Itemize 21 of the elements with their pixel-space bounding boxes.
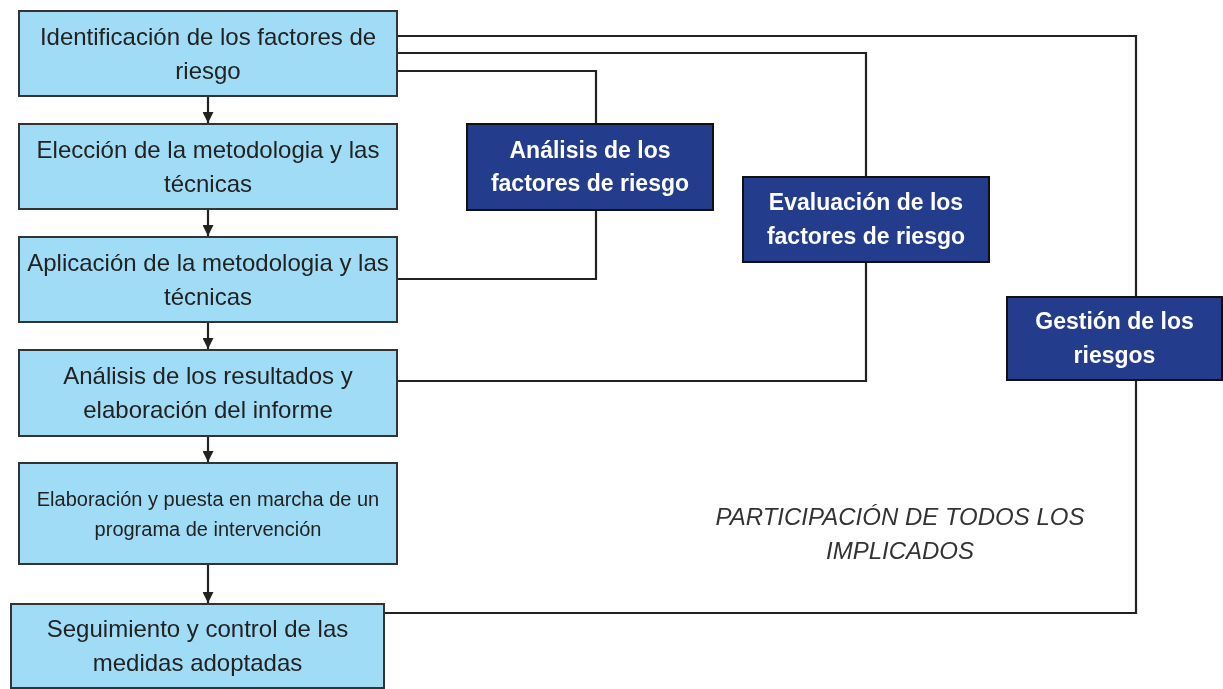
connector-line [398,69,598,123]
process-box: Análisis de los resultados y elaboración del informe [18,349,398,437]
heading-box: Análisis de los factores de riesgo [466,123,714,211]
process-box: Identificación de los factores de riesgo [18,10,398,97]
connector-line [385,381,1138,615]
arrow [202,210,214,236]
connector-line [398,211,598,281]
connector-line [398,34,1138,296]
connector-line [398,51,868,176]
process-box: Seguimiento y control de las medidas adoptadas [10,603,385,689]
connector-line [398,263,868,383]
note-text: PARTICIPACIÓN DE TODOS LOS IMPLICADOS [714,502,1086,566]
arrow [202,565,214,603]
heading-box: Gestión de los riesgos [1006,296,1223,381]
process-box: Elección de la metodologia y las técnicas [18,123,398,210]
process-box: Aplicación de la metodologia y las técnicas [18,236,398,323]
process-box: Elaboración y puesta en marcha de un programa de intervención [18,462,398,565]
arrow [202,97,214,123]
arrow [202,437,214,462]
heading-box: Evaluación de los factores de riesgo [742,176,990,263]
arrow [202,323,214,349]
